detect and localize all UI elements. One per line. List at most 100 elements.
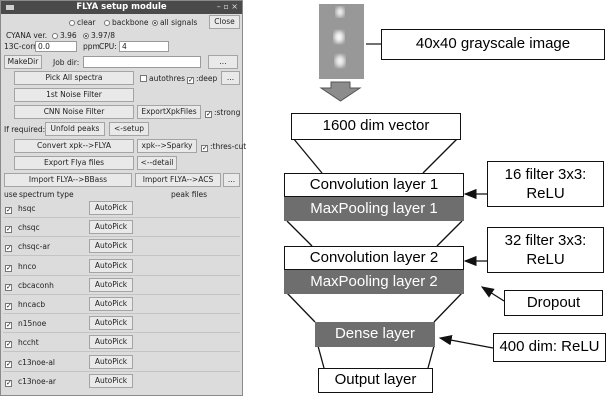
spectrum-use-checkbox[interactable]: ✓: [5, 223, 14, 233]
c13-corr-field[interactable]: 0.0: [35, 41, 77, 52]
unfold-peaks-button[interactable]: Unfold peaks: [45, 122, 105, 136]
conv1-layer: Convolution layer 1: [284, 173, 464, 197]
autopick-button[interactable]: AutoPick: [89, 297, 133, 311]
deep-checkbox[interactable]: ✓:deep: [187, 74, 217, 84]
dropout-arrow: [480, 286, 505, 302]
spectrum-use-checkbox[interactable]: ✓: [5, 319, 14, 329]
spectrum-name: c13noe-al: [18, 358, 56, 367]
pool2-layer: MaxPooling layer 2: [284, 270, 464, 294]
radio-all-signals-label: all signals: [160, 18, 198, 27]
autothres-label: autothres: [149, 74, 186, 83]
window-controls-icon[interactable]: – ▫ ×: [216, 2, 238, 11]
input-image-label: 40x40 grayscale image: [381, 29, 605, 60]
export-xpk-files-button[interactable]: ExportXpkFiles: [137, 105, 201, 119]
cnn-noise-filter-button[interactable]: CNN Noise Filter: [14, 105, 134, 119]
radio-icon: [52, 33, 58, 39]
job-dir-field[interactable]: [83, 56, 201, 68]
radio-selected-icon: [83, 33, 89, 39]
row-divider: [3, 332, 240, 333]
cyana-version-3978-label: 3.97/8: [91, 31, 115, 40]
dense-layer: Dense layer: [315, 322, 435, 347]
autopick-button[interactable]: AutoPick: [89, 374, 133, 388]
conv2-note-line1: 32 filter 3x3:: [504, 232, 587, 249]
cyana-version-label: CYANA ver.: [6, 31, 48, 40]
spectrum-use-checkbox[interactable]: ✓: [5, 300, 14, 310]
job-dir-browse-button[interactable]: ...: [208, 55, 238, 69]
row-divider: [3, 255, 240, 256]
makedir-button[interactable]: MakeDir: [4, 55, 42, 69]
window-menu-icon[interactable]: [6, 5, 14, 10]
spectrum-name: hncacb: [18, 300, 46, 309]
window-title: FLYA setup module: [76, 2, 167, 12]
c13-corr-label: 13C-corr:: [4, 42, 39, 51]
job-dir-label: Job dir:: [53, 58, 80, 67]
radio-all-signals[interactable]: all signals: [152, 18, 197, 27]
convert-xpk-flya-button[interactable]: Convert xpk-->FLYA: [14, 139, 134, 153]
flya-setup-window: FLYA setup module – ▫ × clear backbone a…: [0, 0, 246, 396]
spectrum-name: hccht: [18, 338, 39, 347]
import-flya-acs-button[interactable]: Import FLYA-->ACS: [135, 173, 221, 187]
spectrum-use-checkbox[interactable]: ✓: [5, 281, 14, 291]
if-required-label: If required:: [4, 125, 46, 134]
autopick-button[interactable]: AutoPick: [89, 220, 133, 234]
checkbox-checked-icon: ✓: [5, 225, 12, 233]
autopick-button[interactable]: AutoPick: [89, 278, 133, 292]
spectrum-use-checkbox[interactable]: ✓: [5, 338, 14, 348]
close-button[interactable]: Close: [209, 15, 240, 29]
strong-checkbox[interactable]: ✓:strong: [205, 108, 240, 118]
cyana-version-396[interactable]: 3.96: [52, 31, 77, 40]
cpu-label: CPU:: [99, 42, 117, 51]
dense-note: 400 dim: ReLU: [493, 333, 606, 362]
down-arrow-icon: [319, 81, 362, 102]
strong-label: :strong: [214, 108, 241, 117]
checkbox-checked-icon: ✓: [205, 110, 212, 118]
autopick-button[interactable]: AutoPick: [89, 239, 133, 253]
autothres-checkbox[interactable]: autothres: [140, 74, 185, 83]
checkbox-checked-icon: ✓: [5, 360, 12, 368]
radio-backbone-label: backbone: [112, 18, 149, 27]
spectrum-use-checkbox[interactable]: ✓: [5, 358, 14, 368]
conv1-note-line2: ReLU: [526, 185, 565, 202]
radio-icon: [104, 20, 110, 26]
thres-cut-label: :thres-cut: [210, 142, 247, 151]
autopick-button[interactable]: AutoPick: [89, 259, 133, 273]
spectrum-name: cbcaconh: [18, 281, 54, 290]
conv2-layer: Convolution layer 2: [284, 246, 464, 270]
conv1-note: 16 filter 3x3: ReLU: [487, 161, 604, 207]
column-peak-files: peak files: [171, 190, 208, 199]
thres-cut-checkbox[interactable]: ✓:thres-cut: [201, 142, 246, 152]
spectrum-use-checkbox[interactable]: ✓: [5, 377, 14, 387]
row-divider: [3, 236, 240, 237]
deep-options-button[interactable]: ...: [221, 71, 240, 85]
spectrum-name: chsqc-ar: [18, 242, 51, 251]
row-divider: [3, 294, 240, 295]
import-flya-bbass-button[interactable]: Import FLYA-->BBass: [4, 173, 132, 187]
autopick-button[interactable]: AutoPick: [89, 201, 133, 215]
row-divider: [3, 275, 240, 276]
autopick-button[interactable]: AutoPick: [89, 355, 133, 369]
spectrum-use-checkbox[interactable]: ✓: [5, 204, 14, 214]
pool1-layer: MaxPooling layer 1: [284, 197, 464, 221]
radio-backbone[interactable]: backbone: [104, 18, 149, 27]
radio-clear[interactable]: clear: [69, 18, 96, 27]
detail-button[interactable]: <--detail: [137, 156, 177, 170]
autopick-button[interactable]: AutoPick: [89, 335, 133, 349]
autopick-button[interactable]: AutoPick: [89, 316, 133, 330]
conv2-note-line2: ReLU: [526, 251, 565, 268]
export-flya-files-button[interactable]: Export Flya files: [14, 156, 134, 170]
first-noise-filter-button[interactable]: 1st Noise Filter: [14, 88, 134, 102]
pick-all-spectra-button[interactable]: Pick All spectra: [14, 71, 134, 85]
checkbox-checked-icon: ✓: [187, 76, 194, 84]
import-more-button[interactable]: ...: [223, 173, 240, 187]
spectrum-use-checkbox[interactable]: ✓: [5, 262, 14, 272]
checkbox-checked-icon: ✓: [201, 144, 208, 152]
spectrum-use-checkbox[interactable]: ✓: [5, 242, 14, 252]
spectrum-name: n15noe: [18, 319, 47, 328]
deep-label: :deep: [196, 74, 218, 83]
setup-button[interactable]: <-setup: [109, 122, 149, 136]
row-divider: [3, 313, 240, 314]
cyana-version-3978[interactable]: 3.97/8: [83, 31, 115, 40]
xpk-sparky-button[interactable]: xpk-->Sparky: [137, 139, 197, 153]
cpu-field[interactable]: 4: [119, 41, 169, 52]
